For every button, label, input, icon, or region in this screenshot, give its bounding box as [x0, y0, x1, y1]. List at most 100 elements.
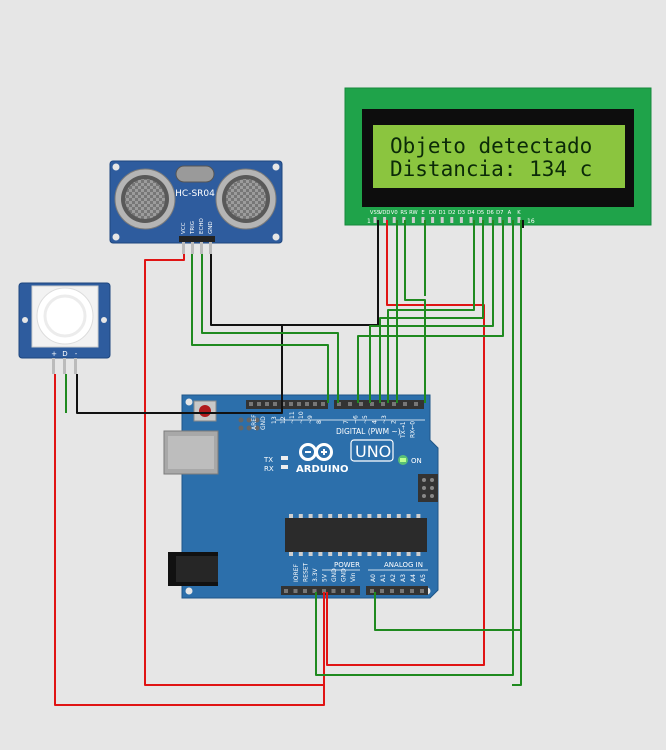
digital-header-left — [246, 400, 328, 409]
digital-pin-hole[interactable] — [392, 402, 396, 406]
lcd-pin[interactable] — [411, 217, 415, 223]
lcd-pin[interactable] — [373, 217, 377, 223]
lcd-pin-1-label: 1 — [367, 218, 371, 225]
digital-pin-hole[interactable] — [249, 402, 253, 406]
power-header — [281, 586, 360, 595]
lcd-pin-label: D0 — [429, 210, 436, 216]
analog-pin-hole[interactable] — [400, 589, 404, 593]
mount-hole — [22, 317, 28, 323]
pir-sensor[interactable]: +D- — [18, 282, 111, 374]
analog-pin-hole[interactable] — [390, 589, 394, 593]
wire-echo — [201, 254, 339, 403]
pir-pin-label: + — [51, 350, 57, 358]
crystal — [175, 165, 215, 183]
power-pin-label: 3.3V — [312, 567, 319, 582]
power-pin-hole[interactable] — [331, 589, 336, 593]
lcd-pin[interactable] — [392, 217, 396, 223]
icsp-header-right — [418, 474, 438, 502]
lcd-pin[interactable] — [402, 217, 406, 223]
analog-pin-label: A0 — [370, 574, 377, 582]
lcd-pin-label: D3 — [458, 210, 465, 216]
power-pin-hole[interactable] — [350, 589, 355, 593]
digital-pin-hole[interactable] — [265, 402, 269, 406]
aref-label: AREF — [251, 414, 258, 430]
lcd-screen — [373, 125, 625, 188]
tx-led — [281, 456, 288, 460]
digital-pin-hole[interactable] — [273, 402, 277, 406]
analog-pin-hole[interactable] — [420, 589, 424, 593]
mount-hole — [272, 163, 280, 171]
tx-label: TX — [263, 456, 273, 464]
power-pin-hole[interactable] — [312, 589, 317, 593]
pir-pin-labels: +D- — [51, 350, 78, 358]
digital-pin-hole[interactable] — [257, 402, 261, 406]
analog-pin-label: A5 — [420, 574, 427, 582]
lcd-pin[interactable] — [383, 217, 387, 223]
lcd-pin[interactable] — [421, 217, 425, 223]
digital-pin-label: ~3 — [381, 415, 388, 424]
power-pin-label: GND — [341, 568, 348, 582]
power-pin-hole[interactable] — [303, 589, 307, 593]
sensor-pin-label: GND — [208, 221, 214, 234]
lcd-pin[interactable] — [498, 217, 502, 223]
digital-pin-label: 4 — [372, 420, 379, 424]
lcd-pin[interactable] — [517, 217, 521, 223]
power-pin-label: RESET — [303, 562, 310, 582]
digital-pin-hole[interactable] — [403, 402, 407, 406]
lcd-pin[interactable] — [507, 217, 511, 223]
lcd-pin[interactable] — [440, 217, 444, 223]
arduino-logo — [299, 443, 333, 461]
power-pin-hole[interactable] — [284, 589, 288, 593]
atmega-chip — [285, 514, 427, 556]
power-pin-label: GND — [331, 568, 338, 582]
reset-button[interactable] — [199, 405, 211, 417]
arduino-brand-label: ARDUINO — [296, 464, 348, 475]
analog-pin-hole[interactable] — [370, 589, 374, 593]
lcd-pin-label: D4 — [467, 210, 475, 216]
sensor-header — [179, 236, 215, 254]
digital-pin-label: RX←0 — [410, 421, 417, 438]
lcd-pin[interactable] — [431, 217, 435, 223]
lcd-pin[interactable] — [459, 217, 463, 223]
rx-led — [281, 465, 288, 469]
lcd-pin[interactable] — [450, 217, 454, 223]
mount-hole — [185, 587, 193, 595]
analog-pin-hole[interactable] — [380, 589, 384, 593]
digital-pin-hole[interactable] — [348, 402, 352, 406]
digital-pin-hole[interactable] — [305, 402, 309, 406]
digital-pin-label: 2 — [391, 420, 398, 424]
digital-pin-hole[interactable] — [321, 402, 325, 406]
lcd-pin[interactable] — [479, 217, 483, 223]
digital-pin-hole[interactable] — [337, 402, 341, 406]
lcd-pin-label: K — [517, 210, 521, 216]
lcd-display[interactable]: Objeto detectado Distancia: 134 c 1 16 V… — [344, 87, 652, 226]
lcd-pin[interactable] — [469, 217, 473, 223]
digital-pin-hole[interactable] — [370, 402, 374, 406]
lcd-pin[interactable] — [488, 217, 492, 223]
sensor-model-label: HC-SR04 — [175, 189, 215, 199]
analog-pin-label: A3 — [400, 574, 407, 582]
digital-pin-hole[interactable] — [313, 402, 317, 406]
digital-pin-hole[interactable] — [289, 402, 293, 406]
digital-pin-hole[interactable] — [381, 402, 385, 406]
wire-lcd-d7 — [357, 220, 504, 403]
lcd-pin-label: RW — [409, 210, 418, 216]
bottom-pin-holes — [284, 589, 424, 593]
digital-pin-hole[interactable] — [414, 402, 418, 406]
analog-pin-hole[interactable] — [410, 589, 414, 593]
lcd-pin-label: D7 — [496, 210, 503, 216]
power-pin-hole[interactable] — [341, 589, 345, 593]
lcd-pin-label: VSS — [370, 210, 380, 216]
mount-hole — [185, 398, 193, 406]
power-pin-hole[interactable] — [293, 589, 298, 593]
power-pin-hole[interactable] — [322, 589, 326, 593]
digital-pin-hole[interactable] — [359, 402, 363, 406]
digital-pin-hole[interactable] — [297, 402, 301, 406]
rx-label: RX — [264, 465, 274, 473]
